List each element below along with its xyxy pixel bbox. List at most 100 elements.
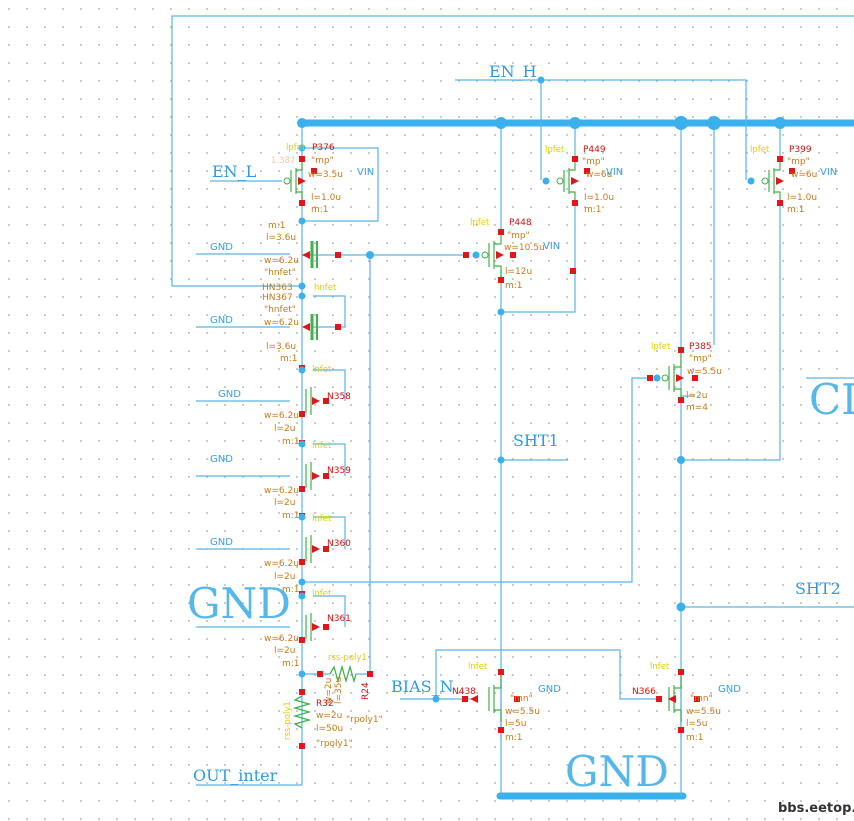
svg-text:w=5.5u: w=5.5u bbox=[505, 707, 540, 717]
svg-text:"mn": "mn" bbox=[510, 694, 533, 704]
svg-text:P376: P376 bbox=[312, 143, 335, 153]
wires bbox=[171, 15, 854, 796]
svg-text:w=6.2u: w=6.2u bbox=[264, 559, 299, 569]
svg-text:lpfet: lpfet bbox=[286, 143, 306, 153]
svg-text:P385: P385 bbox=[689, 342, 712, 352]
pmos-p448[interactable] bbox=[481, 232, 504, 280]
svg-text:"hnfet": "hnfet" bbox=[264, 305, 296, 315]
svg-text:lpfet: lpfet bbox=[470, 218, 490, 228]
svg-text:rss-poly1: rss-poly1 bbox=[283, 701, 293, 740]
net-label-bias-n: BIAS_N bbox=[391, 677, 454, 696]
annot-n358: lnfet N358 w=6.2u l=2u m:1 bbox=[264, 365, 351, 447]
annot-p385: lpfet P385 "mp" w=5.5u l=2u m=4 bbox=[651, 342, 722, 413]
svg-text:w=6u: w=6u bbox=[586, 170, 612, 180]
svg-text:"rpoly1": "rpoly1" bbox=[346, 715, 383, 725]
svg-text:N366: N366 bbox=[632, 687, 656, 697]
annot-p449: lpfet P449 "mp" w=6u l=1.0u m:1 bbox=[545, 145, 614, 215]
svg-text:m:1: m:1 bbox=[268, 221, 286, 231]
annot-p376: lpfet P376 "mp" 1.387 w=3.5u l=1.0u m:1 bbox=[271, 143, 343, 215]
svg-text:m:1: m:1 bbox=[584, 205, 602, 215]
svg-text:lpfet: lpfet bbox=[651, 342, 671, 352]
svg-text:"mp": "mp" bbox=[507, 231, 530, 241]
svg-text:m:1: m:1 bbox=[282, 659, 300, 669]
svg-text:"hnfet": "hnfet" bbox=[264, 268, 296, 278]
svg-text:m:1: m:1 bbox=[787, 205, 805, 215]
annot-n438: lnfet N438 "mn" w=5.5u l=5u m:1 bbox=[452, 662, 540, 743]
net-label-cl: CL bbox=[809, 375, 854, 424]
gnd-label-2: GND bbox=[210, 315, 233, 326]
svg-text:l=35u: l=35u bbox=[334, 677, 344, 704]
svg-text:lnfet: lnfet bbox=[312, 589, 332, 599]
svg-text:w=6.2u: w=6.2u bbox=[264, 634, 299, 644]
vin-label-p399: VIN bbox=[820, 167, 837, 178]
nmos-n358[interactable] bbox=[305, 387, 320, 415]
nmos-n438[interactable] bbox=[470, 672, 502, 722]
svg-text:m:1: m:1 bbox=[505, 281, 523, 291]
svg-text:l=3.6u: l=3.6u bbox=[266, 233, 296, 243]
svg-text:"rpoly1": "rpoly1" bbox=[316, 739, 353, 749]
nmos-n366[interactable] bbox=[668, 672, 682, 722]
svg-text:l=12u: l=12u bbox=[505, 267, 532, 277]
nmos-n360[interactable] bbox=[305, 535, 320, 563]
vin-label-p449: VIN bbox=[606, 167, 623, 178]
pmos-p449[interactable] bbox=[556, 160, 579, 204]
svg-text:w=5.5u: w=5.5u bbox=[687, 367, 722, 377]
svg-text:l=5u: l=5u bbox=[505, 719, 526, 729]
svg-text:rss-poly1: rss-poly1 bbox=[328, 653, 367, 663]
svg-text:lnfet: lnfet bbox=[650, 662, 670, 672]
svg-text:lnfet: lnfet bbox=[312, 441, 332, 451]
net-label-en-h: EN_H bbox=[489, 62, 537, 81]
gnd-label-n438: GND bbox=[538, 684, 561, 695]
svg-text:P448: P448 bbox=[509, 218, 532, 228]
svg-text:m:1: m:1 bbox=[280, 354, 298, 364]
resistor-r24[interactable] bbox=[329, 664, 357, 684]
svg-text:"mp": "mp" bbox=[689, 354, 712, 364]
vin-label-p448: VIN bbox=[543, 241, 560, 252]
hnfet-hn363[interactable] bbox=[302, 241, 318, 268]
nmos-n361[interactable] bbox=[305, 613, 320, 641]
gnd-label-3: GND bbox=[218, 389, 241, 400]
annot-hn367: HN367 hnfet "hnfet" w=6.2u l=3.6u m:1 bbox=[262, 283, 337, 364]
svg-text:"mn": "mn" bbox=[690, 694, 713, 704]
hnfet-hn367[interactable] bbox=[302, 314, 318, 340]
svg-text:N359: N359 bbox=[327, 466, 351, 476]
svg-text:R32: R32 bbox=[316, 699, 334, 709]
svg-text:l=1.0u: l=1.0u bbox=[787, 193, 817, 203]
net-label-sht1: SHT1 bbox=[513, 431, 559, 450]
annot-hn363: m:1 l=3.6u w=6.2u "hnfet" HN363 bbox=[262, 221, 299, 293]
svg-text:w=2u: w=2u bbox=[316, 711, 342, 721]
net-label-gnd-large-bottom: GND bbox=[565, 747, 669, 796]
annot-n361: lnfet N361 w=6.2u l=2u m:1 bbox=[264, 589, 351, 669]
svg-text:HN363: HN363 bbox=[262, 283, 293, 293]
svg-text:l=1.0u: l=1.0u bbox=[584, 193, 614, 203]
svg-text:R24: R24 bbox=[361, 682, 371, 700]
watermark-text: bbs.eetop.cn bbox=[778, 801, 854, 816]
pmos-p376[interactable] bbox=[283, 160, 306, 204]
svg-text:w=6.2u: w=6.2u bbox=[264, 486, 299, 496]
annot-n366: lnfet N366 "mn" w=5.5u l=5u m:1 bbox=[632, 662, 721, 743]
svg-text:HN367: HN367 bbox=[262, 293, 293, 303]
svg-text:l=3.6u: l=3.6u bbox=[266, 342, 296, 352]
resistor-r32[interactable] bbox=[292, 695, 312, 729]
svg-text:w=2u: w=2u bbox=[324, 678, 334, 704]
pmos-p399[interactable] bbox=[761, 160, 784, 204]
vin-label-p376: VIN bbox=[357, 167, 374, 178]
svg-text:l=2u: l=2u bbox=[274, 646, 295, 656]
svg-text:w=10.5u: w=10.5u bbox=[504, 243, 545, 253]
svg-text:N361: N361 bbox=[327, 614, 351, 624]
svg-text:lnfet: lnfet bbox=[312, 365, 332, 375]
svg-text:"mp": "mp" bbox=[582, 157, 605, 167]
svg-text:lpfet: lpfet bbox=[545, 145, 565, 155]
pmos-p385[interactable] bbox=[661, 350, 684, 400]
svg-text:l=2u: l=2u bbox=[274, 572, 295, 582]
gnd-label-5: GND bbox=[210, 537, 233, 548]
svg-text:P399: P399 bbox=[789, 145, 812, 155]
svg-text:m:1: m:1 bbox=[282, 511, 300, 521]
nmos-n359[interactable] bbox=[305, 462, 320, 490]
net-label-en-l: EN_L bbox=[212, 162, 257, 181]
svg-text:l=2u: l=2u bbox=[686, 391, 707, 401]
gnd-label-n366: GND bbox=[718, 684, 741, 695]
svg-text:N438: N438 bbox=[452, 687, 476, 697]
svg-text:m:1: m:1 bbox=[282, 585, 300, 595]
